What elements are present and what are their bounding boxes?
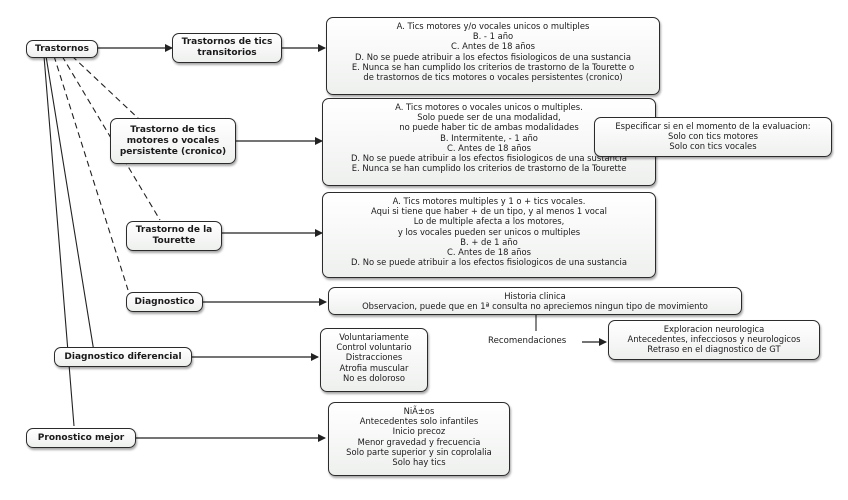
- diferencial-item: Control voluntario: [336, 342, 412, 353]
- connector-trastornos-persistente: [71, 55, 141, 121]
- connector-trastornos-diferencial: [45, 55, 95, 353]
- node-diagnostico-label: Diagnostico: [134, 296, 195, 307]
- node-diferencial[interactable]: Diagnostico diferencial: [54, 347, 192, 367]
- criteria-line: E. Nunca se han cumplido los criterios d…: [351, 163, 627, 174]
- diferencial-item: Atrofia muscular: [339, 362, 409, 373]
- node-diferencial-label: Diagnostico diferencial: [64, 351, 182, 362]
- node-tourette-line: Tourette: [152, 236, 196, 246]
- criteria-line: B. Intermitente, - 1 año: [440, 132, 538, 143]
- node-persistente-line: persistente (cronico): [119, 146, 227, 157]
- exploracion-line: Exploracion neurologica: [663, 324, 765, 334]
- especificar-line: Especificar si en el momento de la evalu…: [615, 121, 811, 131]
- especificar-line: Solo con tics motores: [668, 131, 758, 142]
- node-diagnostico[interactable]: Diagnostico: [126, 292, 203, 312]
- criteria-line: C. Antes de 18 años: [450, 41, 536, 52]
- node-tourette-line: Trastorno de la: [135, 225, 213, 235]
- box-historia-clinica[interactable]: Historia clinica Observacion, puede que …: [328, 287, 742, 315]
- node-persistente-line: Trastorno de tics: [130, 124, 216, 135]
- criteria-line: B. - 1 año: [472, 31, 514, 42]
- criteria-line: y los vocales pueden ser unicos o multip…: [397, 226, 581, 237]
- criteria-line: Aqui si tiene que haber + de un tipo, y …: [371, 206, 607, 217]
- criteria-line: de trastornos de tics motores o vocales …: [363, 72, 623, 83]
- criteria-line: Lo de multiple afecta a los motores,: [413, 216, 565, 227]
- pronostico-item: Antecedentes solo infantiles: [359, 416, 479, 427]
- diferencial-item: No es doloroso: [343, 372, 405, 383]
- criteria-line: no puede haber tic de ambas modalidades: [399, 122, 579, 133]
- criteria-line: A. Tics motores multiples y 1 o + tics v…: [392, 196, 586, 206]
- box-tourette-criteria[interactable]: A. Tics motores multiples y 1 o + tics v…: [322, 192, 656, 278]
- box-especificar[interactable]: Especificar si en el momento de la evalu…: [594, 117, 832, 157]
- diferencial-item: Distracciones: [345, 352, 403, 363]
- node-pronostico[interactable]: Pronostico mejor: [26, 428, 136, 448]
- criteria-line: A. Tics motores o vocales unicos o multi…: [395, 102, 583, 112]
- node-transitorios[interactable]: Trastornos de tics transitorios: [172, 33, 282, 63]
- historia-line: Observacion, puede que en 1ª consulta no…: [362, 301, 708, 312]
- pronostico-item: Solo hay tics: [392, 457, 446, 468]
- box-transitorios-criteria[interactable]: A. Tics motores y/o vocales unicos o mul…: [326, 17, 660, 95]
- node-trastornos-label: Trastornos: [35, 43, 89, 54]
- node-trastornos[interactable]: Trastornos: [26, 40, 98, 58]
- box-pronostico-items[interactable]: NiÃ±os Antecedentes solo infantiles Inic…: [328, 402, 510, 476]
- criteria-line: B. + de 1 año: [460, 236, 518, 247]
- diferencial-item: Voluntariamente: [339, 332, 409, 342]
- criteria-line: C. Antes de 18 años: [446, 247, 532, 258]
- pronostico-item: NiÃ±os: [403, 406, 435, 416]
- node-transitorios-line: transitorios: [197, 48, 257, 58]
- historia-line: Historia clinica: [504, 291, 566, 301]
- criteria-line: E. Nunca se han cumplido los criterios d…: [351, 61, 635, 72]
- especificar-line: Solo con tics vocales: [669, 141, 757, 152]
- pronostico-item: Solo parte superior y sin coprolalia: [346, 446, 492, 457]
- criteria-line: D. No se puede atribuir a los efectos fi…: [350, 257, 627, 268]
- criteria-line: A. Tics motores y/o vocales unicos o mul…: [396, 21, 590, 31]
- pronostico-item: Menor gravedad y frecuencia: [357, 436, 481, 447]
- connector-trastornos-diagnostico: [53, 55, 129, 291]
- connector-trastornos-pronostico: [43, 55, 75, 427]
- node-pronostico-label: Pronostico mejor: [37, 432, 125, 443]
- criteria-line: D. No se puede atribuir a los efectos fi…: [350, 153, 627, 164]
- criteria-line: D. No se puede atribuir a los efectos fi…: [354, 51, 631, 62]
- box-diferencial-items[interactable]: Voluntariamente Control voluntario Distr…: [320, 328, 428, 392]
- node-persistente-line: motores o vocales: [126, 135, 220, 146]
- pronostico-item: Inicio precoz: [392, 426, 446, 437]
- criteria-line: Solo puede ser de una modalidad,: [417, 112, 561, 123]
- criteria-line: C. Antes de 18 años: [446, 142, 532, 153]
- node-tourette[interactable]: Trastorno de la Tourette: [126, 221, 222, 251]
- link-label-recomendaciones: Recomendaciones: [488, 336, 567, 346]
- box-exploracion[interactable]: Exploracion neurologica Antecedentes, in…: [608, 320, 820, 360]
- exploracion-line: Antecedentes, infecciosos y neurologicos: [627, 334, 801, 345]
- exploracion-line: Retraso en el diagnostico de GT: [647, 344, 781, 355]
- node-persistente[interactable]: Trastorno de tics motores o vocales pers…: [110, 118, 236, 164]
- node-transitorios-line: Trastornos de tics: [181, 37, 273, 47]
